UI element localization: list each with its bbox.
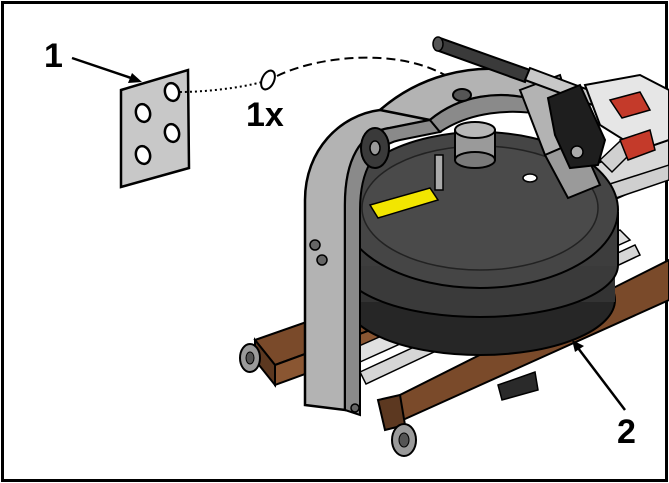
callout-1-label: 1 xyxy=(44,37,63,75)
dotted-guide-line xyxy=(179,81,263,93)
dashed-guide-line xyxy=(276,56,461,86)
wheel-icon xyxy=(239,343,261,373)
bolt xyxy=(350,403,360,413)
plate-hole xyxy=(163,122,181,144)
bolt xyxy=(309,239,321,251)
callout-2-label: 2 xyxy=(617,413,636,451)
bolt xyxy=(316,254,328,266)
plate-hole xyxy=(163,81,181,103)
quantity-label: 1x xyxy=(246,96,284,134)
callout-1-leader xyxy=(71,56,142,83)
warning-label xyxy=(368,187,440,219)
water-tank xyxy=(341,131,619,356)
wheel-icon xyxy=(391,423,417,457)
clamp-bracket xyxy=(546,83,607,170)
tank-foot xyxy=(497,370,539,401)
center-hub xyxy=(434,121,496,191)
tank-plug xyxy=(522,173,538,183)
plate-hole xyxy=(134,144,152,166)
callout-2-leader xyxy=(572,340,626,411)
ring-icon xyxy=(260,69,276,91)
mounting-plate xyxy=(119,68,191,189)
seat-carriage xyxy=(583,73,669,161)
plate-hole xyxy=(134,102,152,124)
